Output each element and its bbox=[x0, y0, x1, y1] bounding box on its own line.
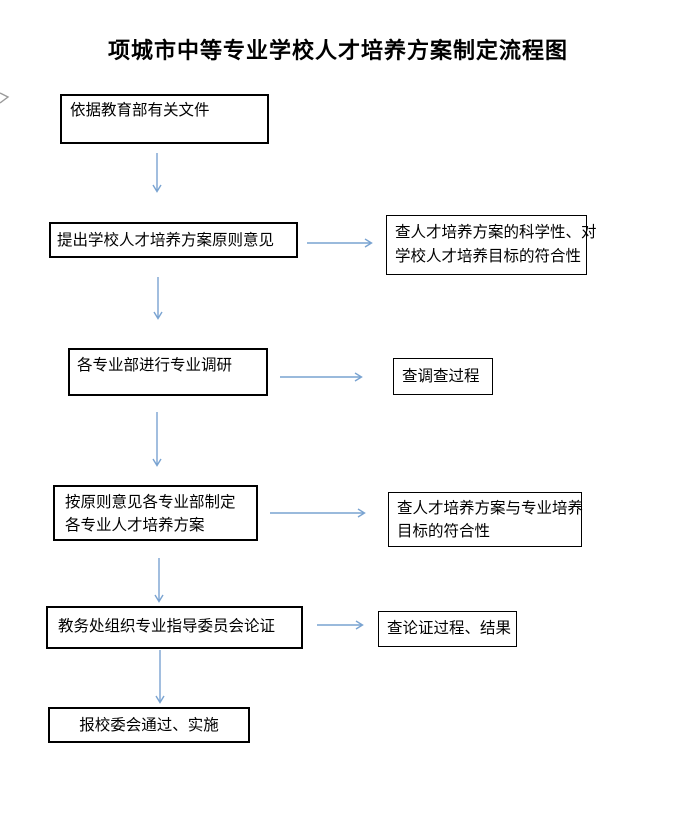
check-box-research-process: 查调查过程 bbox=[393, 358, 493, 395]
flow-box-label-line-2: 各专业人才培养方案 bbox=[65, 517, 205, 534]
check-box-review-process-results: 查论证过程、结果 bbox=[378, 611, 517, 647]
flow-box-approval-implementation: 报校委会通过、实施 bbox=[48, 707, 250, 743]
check-box-label-line-2: 目标的符合性 bbox=[397, 523, 491, 540]
check-box-label-line-1: 查人才培养方案与专业培养 bbox=[397, 500, 584, 517]
flow-box-draft-programs: 按原则意见各专业部制定 各专业人才培养方案 bbox=[53, 485, 258, 541]
flow-box-label: 依据教育部有关文件 bbox=[70, 102, 210, 119]
check-box-label: 查论证过程、结果 bbox=[387, 620, 512, 637]
check-box-scientific-validity: 查人才培养方案的科学性、对 学校人才培养目标的符合性 bbox=[386, 215, 597, 275]
check-box-label: 查调查过程 bbox=[402, 368, 480, 385]
flow-box-label: 教务处组织专业指导委员会论证 bbox=[58, 618, 276, 635]
stray-arrow-artifact bbox=[0, 92, 10, 104]
check-box-goal-conformity: 查人才培养方案与专业培养 目标的符合性 bbox=[388, 492, 584, 547]
flow-box-department-research: 各专业部进行专业调研 bbox=[68, 348, 268, 396]
page-title: 项城市中等专业学校人才培养方案制定流程图 bbox=[107, 38, 568, 63]
flow-box-label: 各专业部进行专业调研 bbox=[77, 357, 233, 374]
flow-box-committee-review: 教务处组织专业指导委员会论证 bbox=[46, 606, 303, 649]
flow-box-basis-documents: 依据教育部有关文件 bbox=[60, 94, 269, 144]
flow-box-label-line-1: 按原则意见各专业部制定 bbox=[65, 494, 236, 511]
check-box-label-line-1: 查人才培养方案的科学性、对 bbox=[395, 224, 597, 241]
flow-box-propose-principles: 提出学校人才培养方案原则意见 bbox=[49, 222, 298, 258]
flow-box-label: 提出学校人才培养方案原则意见 bbox=[57, 232, 275, 249]
check-box-label-line-2: 学校人才培养目标的符合性 bbox=[395, 248, 582, 265]
flow-box-label: 报校委会通过、实施 bbox=[79, 717, 219, 734]
